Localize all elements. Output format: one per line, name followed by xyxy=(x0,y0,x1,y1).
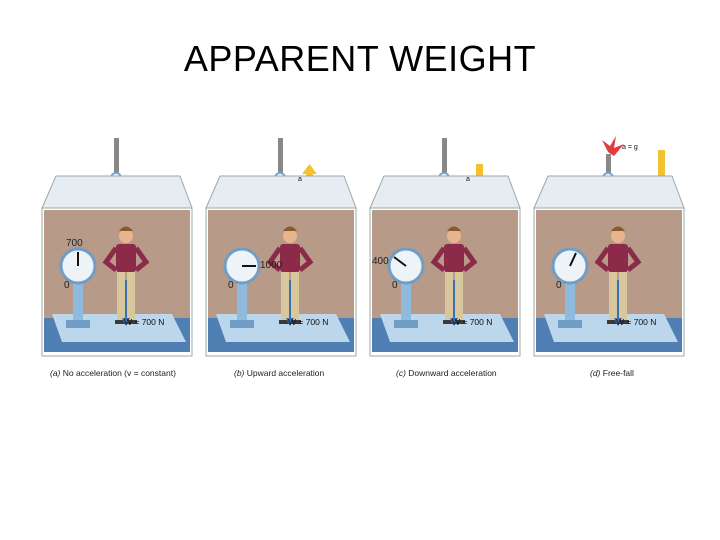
break-burst-icon xyxy=(602,136,624,156)
person-head xyxy=(447,229,461,243)
person-pants xyxy=(609,272,617,322)
elevator-diagram xyxy=(38,130,196,360)
elevator-diagram xyxy=(366,130,524,360)
scale-zero: 0 xyxy=(392,280,398,291)
acceleration-label: a = g xyxy=(622,144,638,151)
scale-zero: 0 xyxy=(228,280,234,291)
person-head xyxy=(119,229,133,243)
caption-c: (c) Downward acceleration xyxy=(396,368,497,378)
scale-zero: 0 xyxy=(556,280,562,291)
scale-reading: 1000 xyxy=(260,260,282,271)
person-shirt xyxy=(280,244,300,272)
elevator-roof xyxy=(42,176,192,208)
elevator-diagram xyxy=(202,130,360,360)
person-pants xyxy=(117,272,125,322)
panel-free-fall: a = g 0 W = 700 N xyxy=(530,130,688,360)
person-shirt xyxy=(608,244,628,272)
acceleration-label: a xyxy=(298,176,302,183)
acceleration-label: a xyxy=(466,176,470,183)
panel-upward-acceleration: a 1000 0 W = 700 N xyxy=(202,130,360,360)
elevator-roof xyxy=(534,176,684,208)
weight-label: W = 700 N xyxy=(124,317,164,327)
caption-b: (b) Upward acceleration xyxy=(234,368,324,378)
panel-downward-acceleration: a 400 0 W = 700 N xyxy=(366,130,524,360)
scale-reading: 700 xyxy=(66,238,83,249)
caption-d: (d) Free-fall xyxy=(590,368,634,378)
weight-label: W = 700 N xyxy=(288,317,328,327)
person-shirt xyxy=(444,244,464,272)
scale-reading: 400 xyxy=(372,256,389,267)
elevator-diagram xyxy=(530,130,688,360)
person-pants xyxy=(445,272,453,322)
person-head xyxy=(283,229,297,243)
weight-label: W = 700 N xyxy=(452,317,492,327)
weight-label: W = 700 N xyxy=(616,317,656,327)
elevator-roof xyxy=(370,176,520,208)
person-head xyxy=(611,229,625,243)
cable xyxy=(114,138,119,174)
panel-no-acceleration: 700 0 W = 700 N xyxy=(38,130,196,360)
page-title: APPARENT WEIGHT xyxy=(0,38,720,80)
person-pants xyxy=(281,272,289,322)
person-shirt xyxy=(116,244,136,272)
cable xyxy=(442,138,447,174)
caption-a: (a) No acceleration (v = constant) xyxy=(50,368,176,378)
cable-snapped xyxy=(606,154,611,174)
cable xyxy=(278,138,283,174)
elevator-roof xyxy=(206,176,356,208)
scale-zero: 0 xyxy=(64,280,70,291)
